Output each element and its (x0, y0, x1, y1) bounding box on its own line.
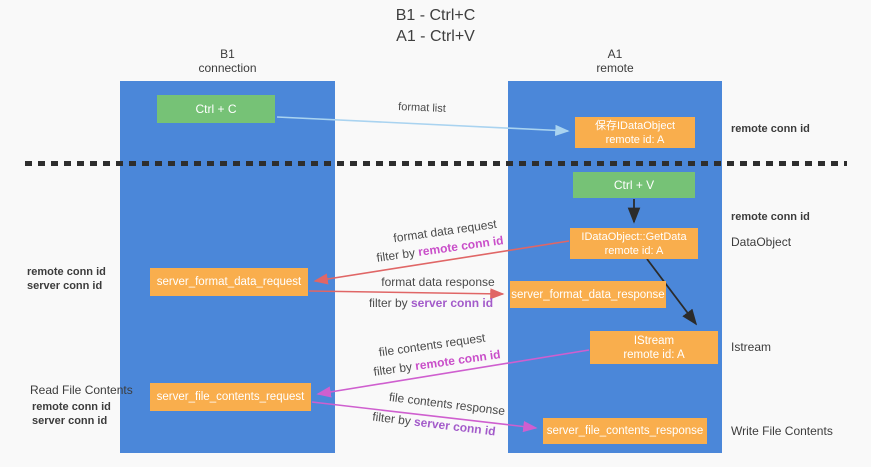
istream-box: IStream remote id: A (590, 331, 718, 364)
filter-key-server-conn-id: server conn id (410, 296, 494, 310)
server-file-contents-response-label: server_file_contents_response (546, 425, 704, 437)
server-format-data-response-label: server_format_data_response (511, 288, 665, 301)
filter-key-server-conn-id: server conn id (413, 414, 497, 439)
server-file-contents-response-box: server_file_contents_response (543, 418, 707, 444)
right-label-istream: Istream (731, 340, 772, 354)
right-label-write-file-contents: Write File Contents (731, 424, 833, 438)
arrow-format-data-response (308, 288, 505, 300)
ctrl-c-label: Ctrl + C (195, 102, 237, 116)
lane-b1-role: connection (198, 61, 257, 75)
filter-prefix: filter by (368, 296, 411, 310)
save-idataobject-line1: 保存IDataObject (594, 119, 676, 132)
left-label-server-conn-id-1: server conn id (27, 280, 103, 292)
lane-b1-name: B1 (220, 47, 235, 61)
flow-label-format-list: format list (397, 100, 447, 116)
lane-a1-name: A1 (607, 47, 623, 61)
lane-a1-role: remote (596, 61, 634, 75)
right-label-dataobject: DataObject (731, 235, 792, 249)
filter-prefix: filter by (372, 359, 417, 379)
lane-header-b1: B1 connection (120, 47, 335, 75)
flow-label-format-data-response: format data response (381, 275, 495, 289)
left-label-remote-conn-id-2: remote conn id (32, 401, 111, 413)
filter-prefix: filter by (371, 409, 415, 429)
title-line-2: A1 - Ctrl+V (396, 28, 475, 45)
ctrl-v-label: Ctrl + V (613, 178, 655, 192)
ctrl-v-box: Ctrl + V (573, 172, 695, 198)
save-idataobject-box: 保存IDataObject remote id: A (575, 117, 695, 148)
server-file-contents-request-label: server_file_contents_request (156, 391, 305, 403)
getdata-line1: IDataObject::GetData (581, 230, 687, 243)
istream-line1: IStream (633, 334, 675, 347)
idataobject-getdata-box: IDataObject::GetData remote id: A (570, 228, 698, 259)
lane-header-a1: A1 remote (508, 47, 722, 75)
getdata-line2: remote id: A (604, 244, 664, 257)
filter-prefix: filter by (375, 245, 420, 265)
server-format-data-request-label: server_format_data_request (156, 276, 302, 288)
left-label-remote-conn-id-1: remote conn id (27, 266, 106, 278)
save-idataobject-line2: remote id: A (605, 133, 665, 146)
istream-line2: remote id: A (623, 348, 685, 361)
flow-label-filter-format-response: filter by server conn id (369, 296, 493, 310)
server-file-contents-request-box: server_file_contents_request (150, 383, 311, 411)
title-line-1: B1 - Ctrl+C (395, 7, 476, 24)
diagram-title: B1 - Ctrl+C A1 - Ctrl+V (0, 5, 871, 47)
right-label-remote-conn-id-1: remote conn id (731, 123, 810, 135)
left-label-read-file-contents: Read File Contents (30, 383, 133, 397)
left-label-server-conn-id-2: server conn id (32, 415, 108, 427)
dashed-divider-line (25, 161, 847, 166)
right-label-remote-conn-id-2: remote conn id (731, 211, 810, 223)
server-format-data-response-box: server_format_data_response (510, 281, 666, 308)
ctrl-c-box: Ctrl + C (157, 95, 275, 123)
server-format-data-request-box: server_format_data_request (150, 268, 308, 296)
